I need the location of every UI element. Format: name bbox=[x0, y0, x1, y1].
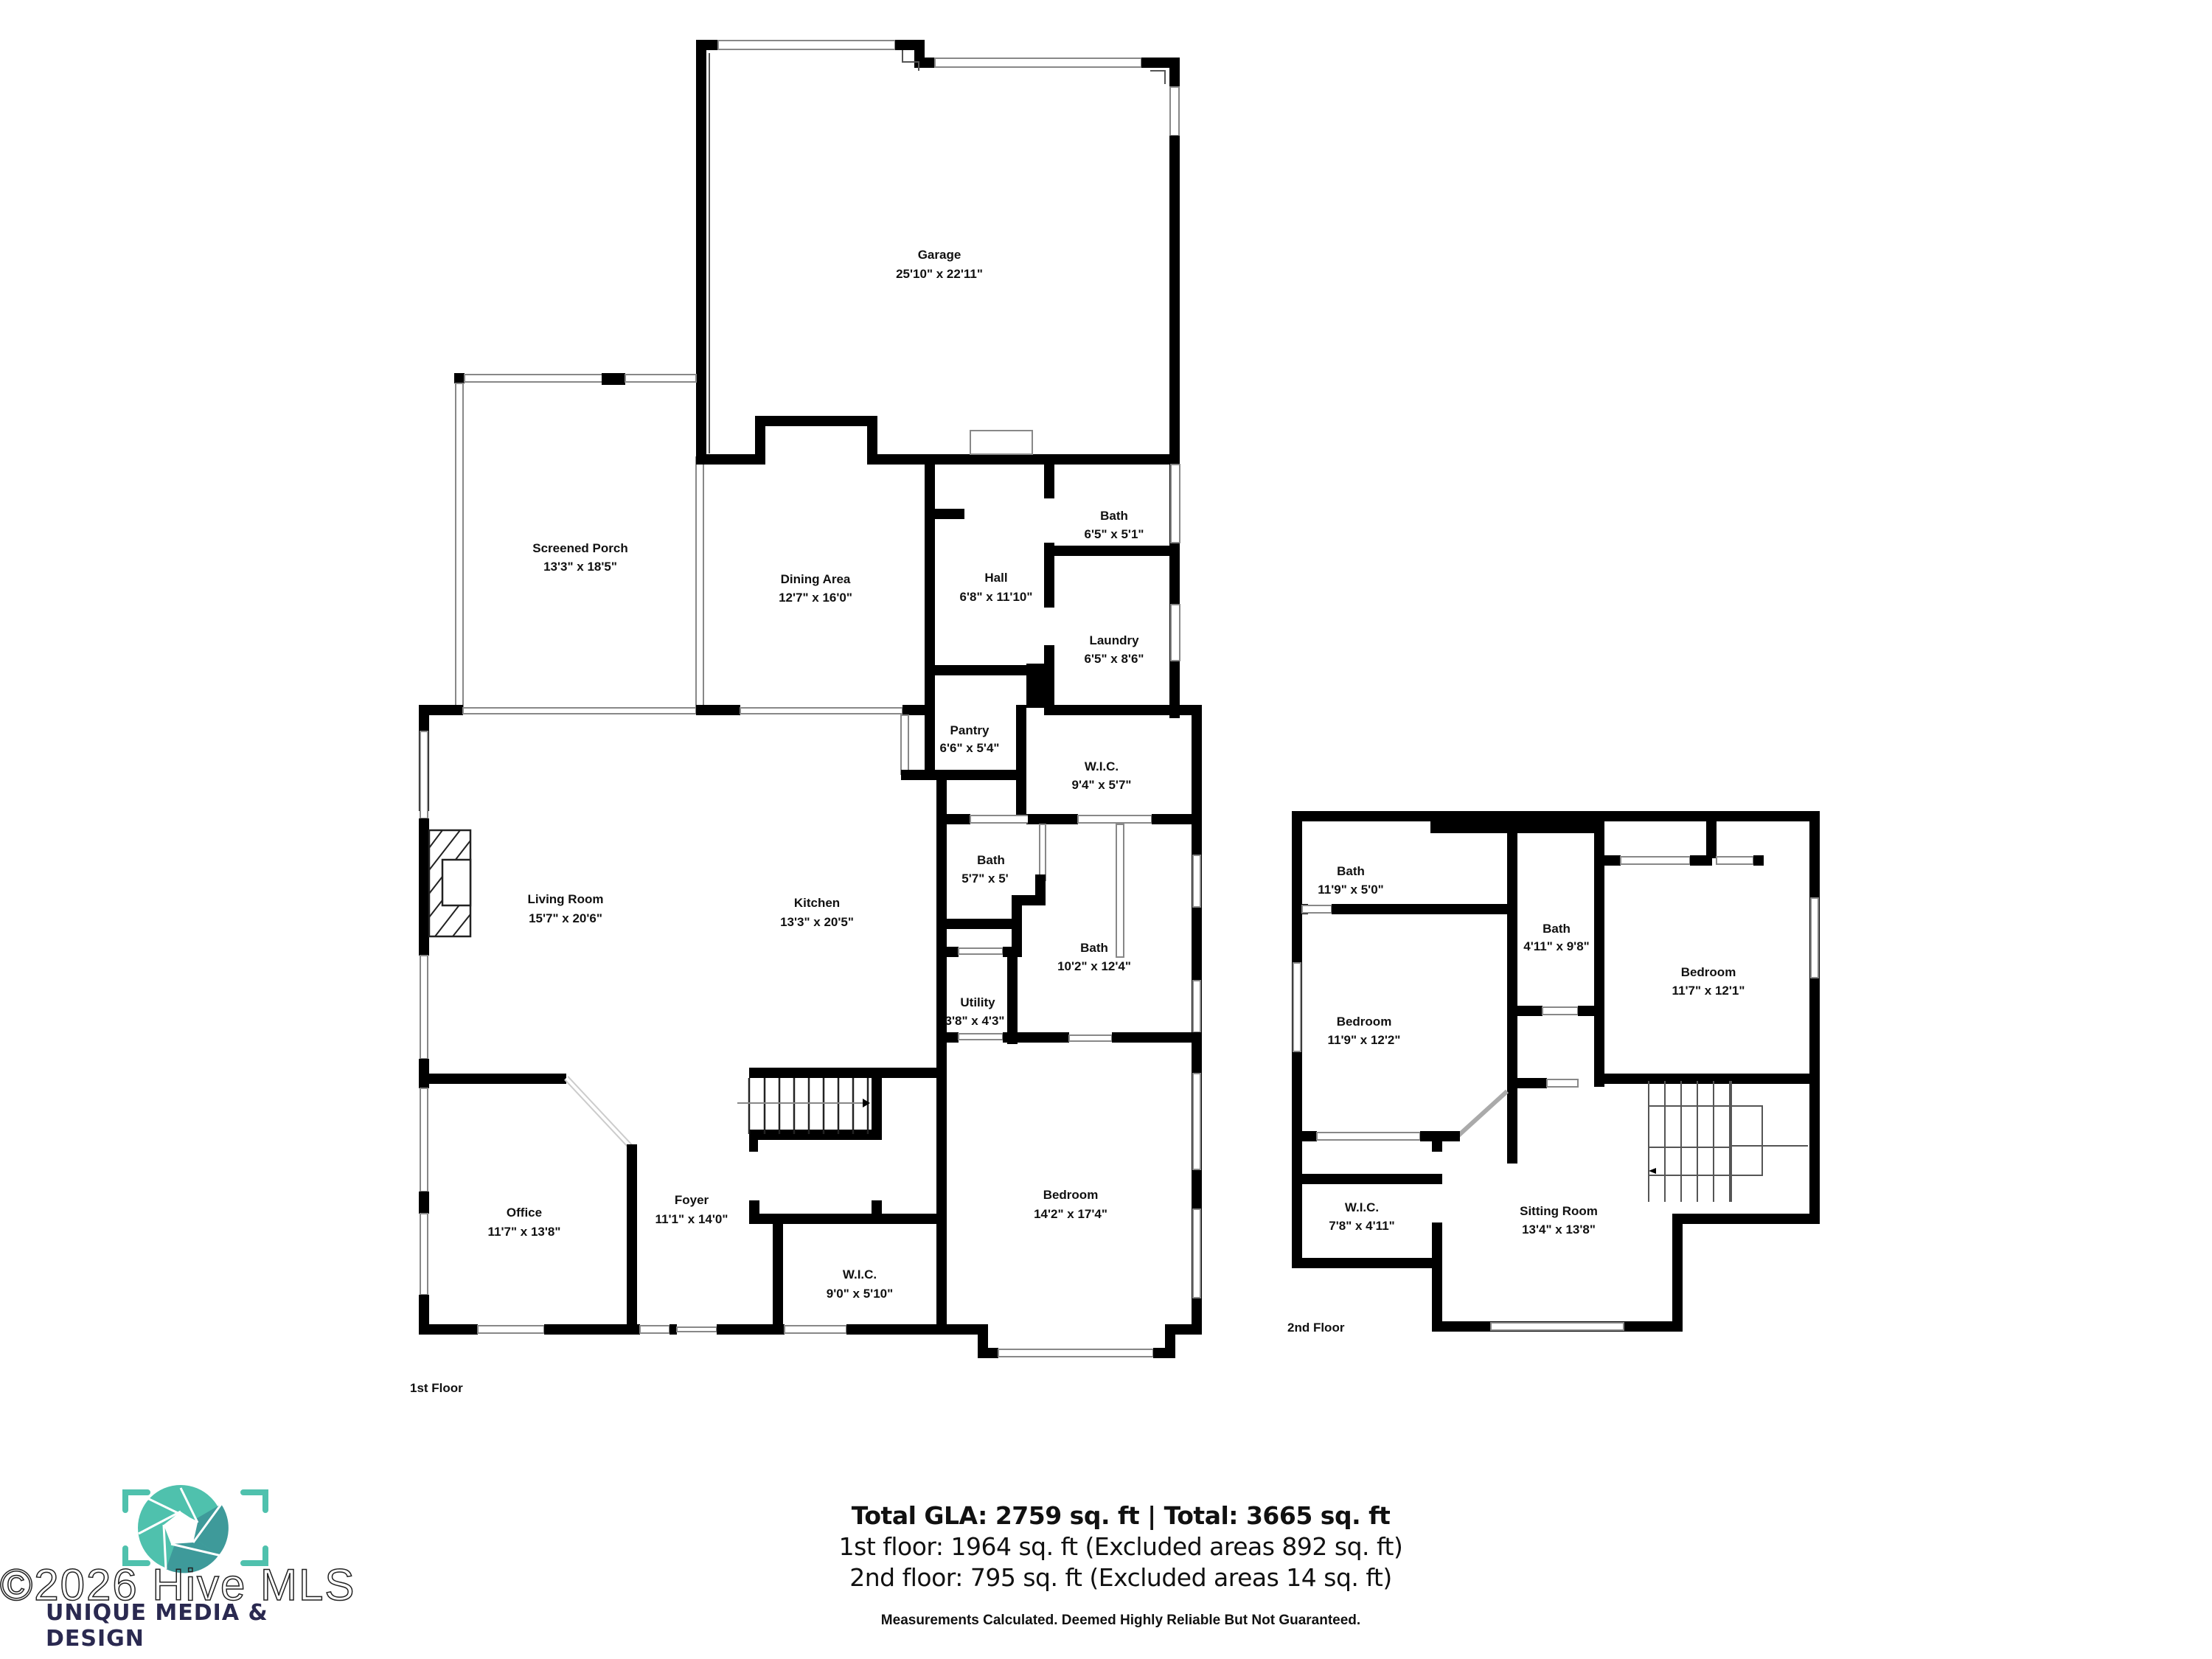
room-dimensions: 13'3" x 18'5" bbox=[543, 560, 617, 574]
room-label: W.I.C. bbox=[1345, 1200, 1379, 1214]
room-dimensions: 9'0" x 5'10" bbox=[827, 1287, 893, 1301]
room-label: Bedroom bbox=[1337, 1015, 1392, 1029]
room-label: Utility bbox=[960, 995, 995, 1009]
room-dimensions: 6'5" x 8'6" bbox=[1085, 652, 1144, 666]
room-dimensions: 6'5" x 5'1" bbox=[1085, 527, 1144, 541]
south-walls bbox=[419, 1324, 1202, 1358]
camera-aperture-icon bbox=[122, 1485, 268, 1573]
room-label: Garage bbox=[918, 248, 961, 262]
room-dimensions: 6'6" x 5'4" bbox=[940, 741, 1000, 755]
room-label: Laundry bbox=[1089, 633, 1139, 647]
room-label: W.I.C. bbox=[843, 1267, 877, 1281]
room-dimensions: 13'4" x 13'8" bbox=[1522, 1222, 1596, 1237]
room-dimensions: 4'11" x 9'8" bbox=[1523, 939, 1589, 953]
area-totals: Total GLA: 2759 sq. ft | Total: 3665 sq.… bbox=[737, 1500, 1504, 1629]
room-dimensions: 9'4" x 5'7" bbox=[1072, 778, 1132, 792]
room-label: Foyer bbox=[675, 1193, 709, 1207]
first-floor-label: 1st Floor bbox=[410, 1381, 463, 1395]
room-label: Bath bbox=[1100, 509, 1128, 523]
room-dimensions: 14'2" x 17'4" bbox=[1034, 1207, 1107, 1221]
living-kitchen-walls bbox=[419, 675, 1202, 958]
room-dimensions: 11'7" x 12'1" bbox=[1672, 984, 1745, 998]
interior-walls-south bbox=[419, 1068, 936, 1335]
brand-name: UNIQUE MEDIA & DESIGN bbox=[46, 1600, 268, 1652]
room-label: Sitting Room bbox=[1520, 1204, 1598, 1218]
dining-walls bbox=[696, 416, 1202, 1081]
room-labels-second-floor: Bath 11'9" x 5'0" Bath 4'11" x 9'8" Bedr… bbox=[1287, 864, 1745, 1335]
brand-logo: UNIQUE MEDIA & DESIGN ©2026 Hive MLS bbox=[0, 1482, 369, 1652]
garage-walls bbox=[696, 40, 1180, 718]
room-label: Living Room bbox=[528, 892, 604, 906]
room-label: Bath bbox=[1080, 941, 1108, 955]
room-dimensions: 3'8" x 4'3" bbox=[945, 1014, 1005, 1028]
room-label: Bath bbox=[977, 853, 1005, 867]
screened-porch-walls bbox=[454, 373, 704, 709]
second-floor-label: 2nd Floor bbox=[1287, 1321, 1345, 1335]
copyright-watermark: ©2026 Hive MLS bbox=[0, 1559, 356, 1610]
room-label: Kitchen bbox=[794, 896, 840, 910]
room-dimensions: 11'9" x 5'0" bbox=[1318, 883, 1383, 897]
room-dimensions: 12'7" x 16'0" bbox=[779, 591, 852, 605]
room-label: Hall bbox=[984, 571, 1007, 585]
room-dimensions: 5'7" x 5' bbox=[961, 872, 1008, 886]
west-walls bbox=[419, 731, 472, 1335]
room-dimensions: 11'7" x 13'8" bbox=[488, 1225, 561, 1239]
second-floor-plan bbox=[1292, 811, 1820, 1332]
room-label: Bath bbox=[1543, 922, 1571, 936]
room-dimensions: 11'9" x 12'2" bbox=[1328, 1033, 1401, 1047]
room-dimensions: 25'10" x 22'11" bbox=[896, 267, 983, 281]
first-floor-plan bbox=[419, 40, 1202, 1358]
room-dimensions: 13'3" x 20'5" bbox=[780, 915, 854, 929]
room-dimensions: 11'1" x 14'0" bbox=[655, 1212, 728, 1226]
room-label: Bath bbox=[1337, 864, 1365, 878]
room-label: Screened Porch bbox=[532, 541, 627, 555]
fireplace bbox=[428, 829, 472, 938]
total-gla-headline: Total GLA: 2759 sq. ft | Total: 3665 sq.… bbox=[851, 1501, 1391, 1530]
stairs-second-floor bbox=[1648, 1081, 1808, 1202]
stairs-first-floor bbox=[737, 1078, 870, 1134]
room-dimensions: 15'7" x 20'6" bbox=[529, 911, 602, 925]
second-floor-area: 2nd floor: 795 sq. ft (Excluded areas 14… bbox=[849, 1563, 1392, 1592]
room-dimensions: 7'8" x 4'11" bbox=[1329, 1219, 1394, 1233]
room-label: Office bbox=[507, 1206, 542, 1220]
room-label: W.I.C. bbox=[1085, 759, 1119, 773]
room-dimensions: 6'8" x 11'10" bbox=[960, 590, 1033, 604]
interior-walls-center bbox=[936, 777, 1202, 1335]
room-labels-first-floor: Garage 25'10" x 22'11" Screened Porch 13… bbox=[410, 248, 1144, 1395]
disclaimer: Measurements Calculated. Deemed Highly R… bbox=[880, 1613, 1361, 1628]
room-label: Bedroom bbox=[1043, 1188, 1099, 1202]
room-label: Pantry bbox=[950, 723, 990, 737]
room-dimensions: 10'2" x 12'4" bbox=[1057, 959, 1131, 973]
first-floor-area: 1st floor: 1964 sq. ft (Excluded areas 8… bbox=[838, 1532, 1403, 1561]
room-label: Bedroom bbox=[1681, 965, 1736, 979]
room-label: Dining Area bbox=[781, 572, 851, 586]
